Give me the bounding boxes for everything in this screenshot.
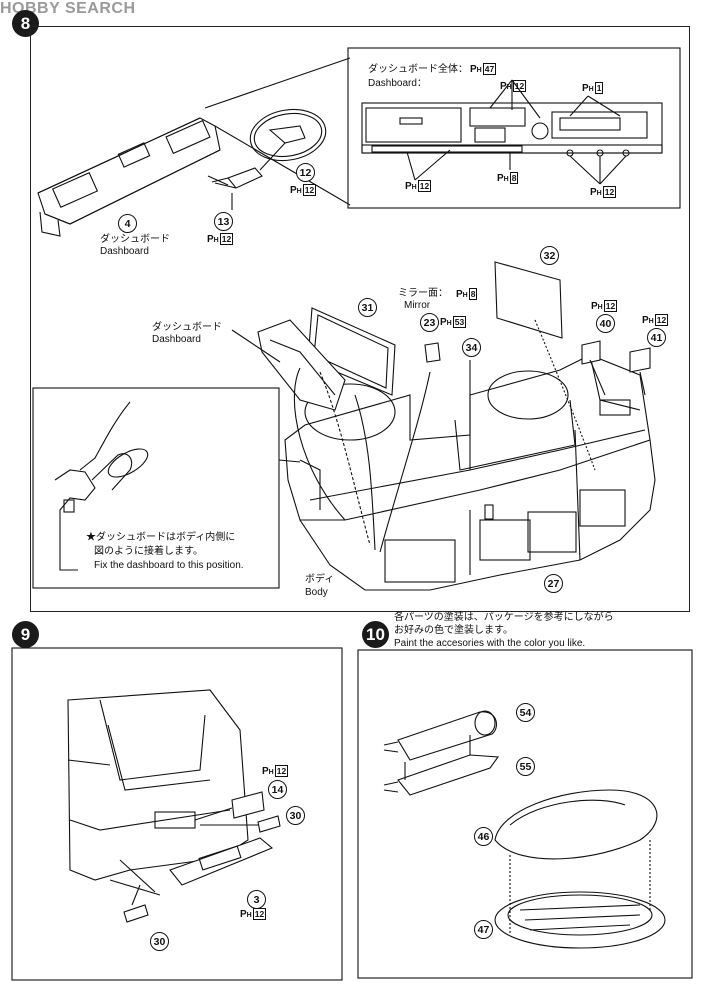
- step-9-badge: 9: [12, 621, 39, 648]
- inset-title-en: Dashboard：: [368, 78, 427, 89]
- body-label-jp: ボディ: [305, 574, 335, 585]
- part-4-number: 4: [118, 214, 137, 233]
- note-jp-1: ★ダッシュボードはボディ内側に: [86, 532, 236, 543]
- part-46-number: 46: [474, 827, 493, 846]
- inset-title-jp: ダッシュボード全体：: [368, 64, 468, 75]
- part-13-number: 13: [214, 212, 233, 231]
- part-30-number-a: 30: [286, 806, 305, 825]
- part-41-number: 41: [647, 328, 666, 347]
- dashboard-label-en: Dashboard: [152, 334, 201, 345]
- part-40-number: 40: [596, 314, 615, 333]
- part-23-number: 23: [420, 313, 439, 332]
- steering-wheel-drawing: [207, 108, 327, 210]
- part-30-number-b: 30: [150, 932, 169, 951]
- step-10-intro-en: Paint the accesories with the color you …: [394, 638, 586, 649]
- step-10-badge: 10: [362, 621, 389, 648]
- dashboard-label-jp: ダッシュボード: [152, 322, 222, 333]
- mirror-label-en: Mirror: [404, 300, 431, 311]
- part-47-number: 47: [474, 920, 493, 939]
- dashboard-position-detail-drawing: [54, 401, 149, 571]
- body-drawing: [284, 354, 656, 591]
- body-label-en: Body: [305, 587, 328, 598]
- part-4-label-jp: ダッシュボード: [100, 234, 170, 245]
- part-4-label-en: Dashboard: [100, 246, 149, 257]
- part-27-number: 27: [544, 574, 563, 593]
- note-en: Fix the dashboard to this position.: [94, 560, 244, 571]
- part-12-number: 12: [296, 163, 315, 182]
- part-34-number: 34: [462, 338, 481, 357]
- part-55-number: 55: [516, 757, 535, 776]
- part-54-number: 54: [516, 703, 535, 722]
- part-32-drawing: [494, 261, 563, 339]
- dashboard-part-drawing: [37, 57, 351, 237]
- accessories-drawing: [383, 710, 666, 949]
- dashboard-side-drawing: [257, 319, 346, 411]
- step-10-intro-jp-1: 各パーツの塗装は、パッケージを参考にしながら: [394, 612, 614, 623]
- part-14-number: 14: [268, 780, 287, 799]
- dashboard-detail-drawing: [361, 79, 663, 185]
- step-8-badge: 8: [12, 10, 39, 37]
- mirror-label-jp: ミラー面：: [398, 288, 448, 299]
- part-32-number: 32: [540, 246, 559, 265]
- part-31-number: 31: [358, 298, 377, 317]
- note-jp-2: 図のように接着します。: [94, 546, 203, 557]
- step-8-panel: [30, 26, 690, 612]
- rear-body-drawing: [67, 689, 281, 923]
- step-10-intro-jp-2: お好みの色で塗装します。: [394, 625, 513, 636]
- part-3-number: 3: [247, 890, 266, 909]
